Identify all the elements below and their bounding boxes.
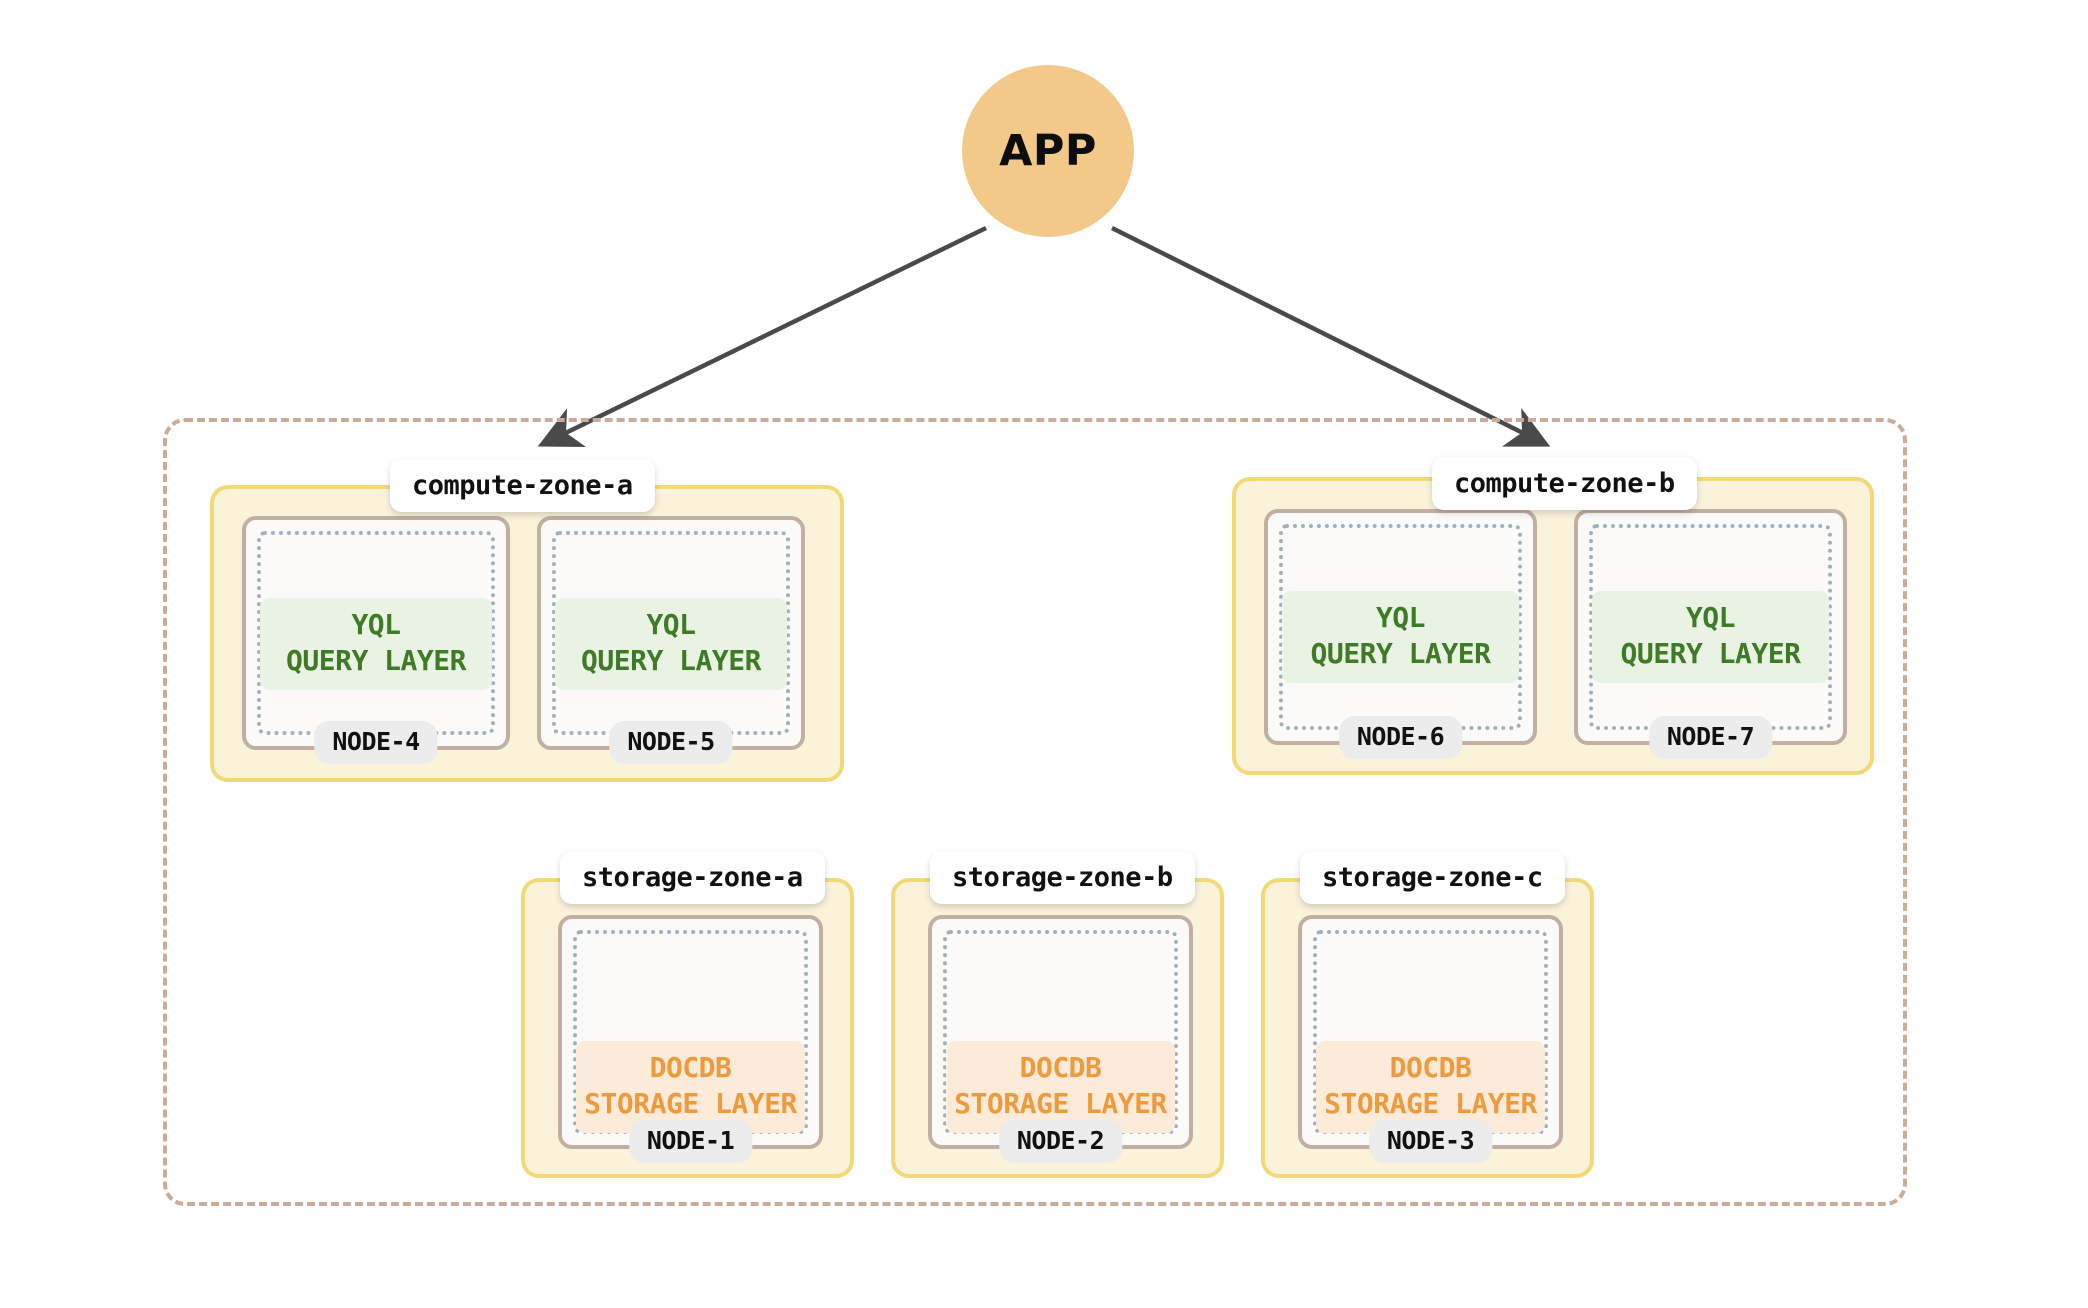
layer-badge-yql: YQL QUERY LAYER bbox=[260, 598, 492, 690]
arrow-app-to-compute-zone-a bbox=[537, 225, 987, 448]
layer-badge-line2: QUERY LAYER bbox=[1310, 636, 1491, 670]
layer-badge-line1: DOCDB bbox=[649, 1051, 732, 1084]
node-box-node-1[interactable]: DOCDB STORAGE LAYER NODE-1 bbox=[558, 915, 823, 1163]
layer-badge-yql: YQL QUERY LAYER bbox=[555, 598, 787, 690]
layer-badge-line2: STORAGE LAYER bbox=[954, 1086, 1167, 1120]
layer-badge-line1: YQL bbox=[1375, 601, 1426, 634]
zone-label-storage-zone-b: storage-zone-b bbox=[930, 851, 1195, 904]
node-id-pill: NODE-3 bbox=[1368, 1120, 1493, 1163]
layer-badge-docdb: DOCDB STORAGE LAYER bbox=[1316, 1041, 1545, 1133]
zone-storage-zone-a[interactable]: DOCDB STORAGE LAYER NODE-1 bbox=[521, 878, 854, 1178]
layer-badge-line1: YQL bbox=[646, 608, 696, 641]
layer-badge-line2: STORAGE LAYER bbox=[584, 1086, 797, 1120]
layer-badge-line1: DOCDB bbox=[1389, 1051, 1472, 1084]
node-id-pill: NODE-5 bbox=[609, 721, 733, 764]
node-box-node-3[interactable]: DOCDB STORAGE LAYER NODE-3 bbox=[1298, 915, 1563, 1163]
node-box-node-6[interactable]: YQL QUERY LAYER NODE-6 bbox=[1264, 509, 1537, 759]
layer-badge-docdb: DOCDB STORAGE LAYER bbox=[576, 1041, 805, 1133]
zone-compute-zone-a[interactable]: YQL QUERY LAYER NODE-4 YQL QUERY LAYER N… bbox=[210, 485, 844, 782]
node-id-pill: NODE-2 bbox=[998, 1120, 1123, 1163]
node-id-pill: NODE-6 bbox=[1338, 716, 1463, 759]
layer-badge-line1: YQL bbox=[1685, 601, 1736, 634]
layer-badge-line1: YQL bbox=[351, 608, 401, 641]
app-node[interactable]: APP bbox=[962, 65, 1134, 237]
zone-label-storage-zone-a: storage-zone-a bbox=[560, 851, 825, 904]
node-box-node-7[interactable]: YQL QUERY LAYER NODE-7 bbox=[1574, 509, 1847, 759]
node-box-node-2[interactable]: DOCDB STORAGE LAYER NODE-2 bbox=[928, 915, 1193, 1163]
node-box-node-5[interactable]: YQL QUERY LAYER NODE-5 bbox=[537, 516, 805, 764]
node-box-node-4[interactable]: YQL QUERY LAYER NODE-4 bbox=[242, 516, 510, 764]
layer-badge-yql: YQL QUERY LAYER bbox=[1282, 591, 1519, 683]
zone-label-compute-zone-b: compute-zone-b bbox=[1432, 457, 1697, 510]
zone-storage-zone-c[interactable]: DOCDB STORAGE LAYER NODE-3 bbox=[1261, 878, 1594, 1178]
layer-badge-line2: QUERY LAYER bbox=[581, 643, 761, 677]
node-id-pill: NODE-1 bbox=[628, 1120, 753, 1163]
zone-storage-zone-b[interactable]: DOCDB STORAGE LAYER NODE-2 bbox=[891, 878, 1224, 1178]
cluster-boundary bbox=[163, 418, 1907, 1206]
layer-badge-line2: STORAGE LAYER bbox=[1324, 1086, 1537, 1120]
zone-label-storage-zone-c: storage-zone-c bbox=[1300, 851, 1565, 904]
layer-badge-docdb: DOCDB STORAGE LAYER bbox=[946, 1041, 1175, 1133]
layer-badge-yql: YQL QUERY LAYER bbox=[1592, 591, 1829, 683]
zone-compute-zone-b[interactable]: YQL QUERY LAYER NODE-6 YQL QUERY LAYER N… bbox=[1232, 477, 1874, 775]
arrow-app-to-compute-zone-b bbox=[1110, 225, 1551, 447]
layer-badge-line2: QUERY LAYER bbox=[286, 643, 466, 677]
node-id-pill: NODE-7 bbox=[1648, 716, 1773, 759]
zone-label-compute-zone-a: compute-zone-a bbox=[390, 459, 655, 512]
app-node-label: APP bbox=[999, 126, 1097, 176]
node-id-pill: NODE-4 bbox=[314, 721, 438, 764]
layer-badge-line2: QUERY LAYER bbox=[1620, 636, 1801, 670]
layer-badge-line1: DOCDB bbox=[1019, 1051, 1102, 1084]
